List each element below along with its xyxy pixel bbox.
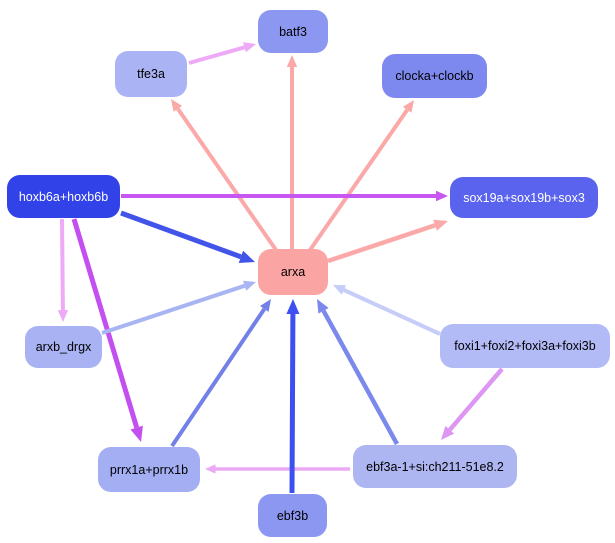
arrowhead-arxa-to-sox19a_sox19b_sox3 xyxy=(433,219,448,231)
arrowhead-arxa-to-batf3 xyxy=(286,55,298,67)
arrowhead-tfe3a-to-batf3 xyxy=(243,42,256,53)
arrowhead-arxb_drgx-to-arxa xyxy=(243,280,256,291)
edge-arxb_drgx-to-arxa xyxy=(101,283,246,335)
edge-arxa-to-sox19a_sox19b_sox3 xyxy=(327,223,436,264)
edge-arxa-to-tfe3a xyxy=(176,107,278,252)
node-sox19a-sox19b-sox3[interactable]: sox19a+sox19b+sox3 xyxy=(450,177,598,218)
edge-ebf3b-to-arxa xyxy=(289,313,296,494)
node-label: foxi1+foxi2+foxi3a+foxi3b xyxy=(454,339,596,353)
arrowhead-hoxb6a_hoxb6b-to-sox19a_sox19b_sox3 xyxy=(436,190,448,202)
node-foxi1-foxi2-foxi3a-foxi3b[interactable]: foxi1+foxi2+foxi3a+foxi3b xyxy=(440,324,610,368)
node-label: tfe3a xyxy=(137,67,165,81)
arrowhead-ebf3a_si-to-arxa xyxy=(317,299,329,314)
node-batf3[interactable]: batf3 xyxy=(258,10,328,53)
node-label: batf3 xyxy=(279,24,307,39)
node-prrx1a-prrx1b[interactable]: prrx1a+prrx1b xyxy=(98,447,200,492)
node-label: arxb_drgx xyxy=(35,340,92,354)
node-ebf3b[interactable]: ebf3b xyxy=(258,494,327,537)
node-hoxb6a-hoxb6b[interactable]: hoxb6a+hoxb6b xyxy=(7,175,120,218)
node-arxa-center[interactable]: arxa xyxy=(258,249,328,295)
node-label: hoxb6a+hoxb6b xyxy=(18,189,109,204)
edge-foxi-to-ebf3a_si xyxy=(448,367,504,432)
arrowhead-foxi-to-arxa xyxy=(333,285,347,295)
node-arxb-drgx[interactable]: arxb_drgx xyxy=(25,326,102,368)
node-tfe3a[interactable]: tfe3a xyxy=(115,51,187,97)
arrowhead-hoxb6a_hoxb6b-to-arxb_drgx xyxy=(57,310,69,322)
node-label: prrx1a+prrx1b xyxy=(109,462,189,477)
node-ebf3a-1-si-ch211-51e8-2[interactable]: ebf3a-1+si:ch211-51e8.2 xyxy=(353,445,517,488)
arrowhead-ebf3a_si-to-prrx1a_prrx1b xyxy=(205,464,216,474)
node-label: ebf3b xyxy=(276,508,309,523)
edge-prrx1a_prrx1b-to-arxa xyxy=(170,307,266,448)
node-label: sox19a+sox19b+sox3 xyxy=(463,190,585,205)
arrowhead-arxa-to-clocka_clockb xyxy=(402,100,414,113)
edge-tfe3a-to-batf3 xyxy=(188,45,246,65)
arrowhead-arxa-to-tfe3a xyxy=(171,99,183,112)
edge-arxa-to-clocka_clockb xyxy=(308,108,409,252)
edge-ebf3a_si-to-arxa xyxy=(321,309,399,446)
node-label: ebf3a-1+si:ch211-51e8.2 xyxy=(366,459,504,474)
arrowhead-hoxb6a_hoxb6b-to-prrx1a_prrx1b xyxy=(130,425,143,442)
edge-hoxb6a_hoxb6b-to-prrx1a_prrx1b xyxy=(71,218,140,429)
node-clocka-clockb[interactable]: clocka+clockb xyxy=(382,54,487,98)
node-label: clocka+clockb xyxy=(395,69,474,83)
edge-hoxb6a_hoxb6b-to-arxa xyxy=(120,210,242,260)
arrowhead-ebf3b-to-arxa xyxy=(286,299,300,314)
edge-hoxb6a_hoxb6b-to-arxb_drgx xyxy=(60,218,65,311)
arrowhead-prrx1a_prrx1b-to-arxa xyxy=(260,299,271,312)
arrowhead-foxi-to-ebf3a_si xyxy=(441,425,455,440)
edge-foxi-to-arxa xyxy=(343,288,441,336)
node-label: arxa xyxy=(280,265,306,279)
arrowhead-hoxb6a_hoxb6b-to-arxa xyxy=(238,250,255,263)
